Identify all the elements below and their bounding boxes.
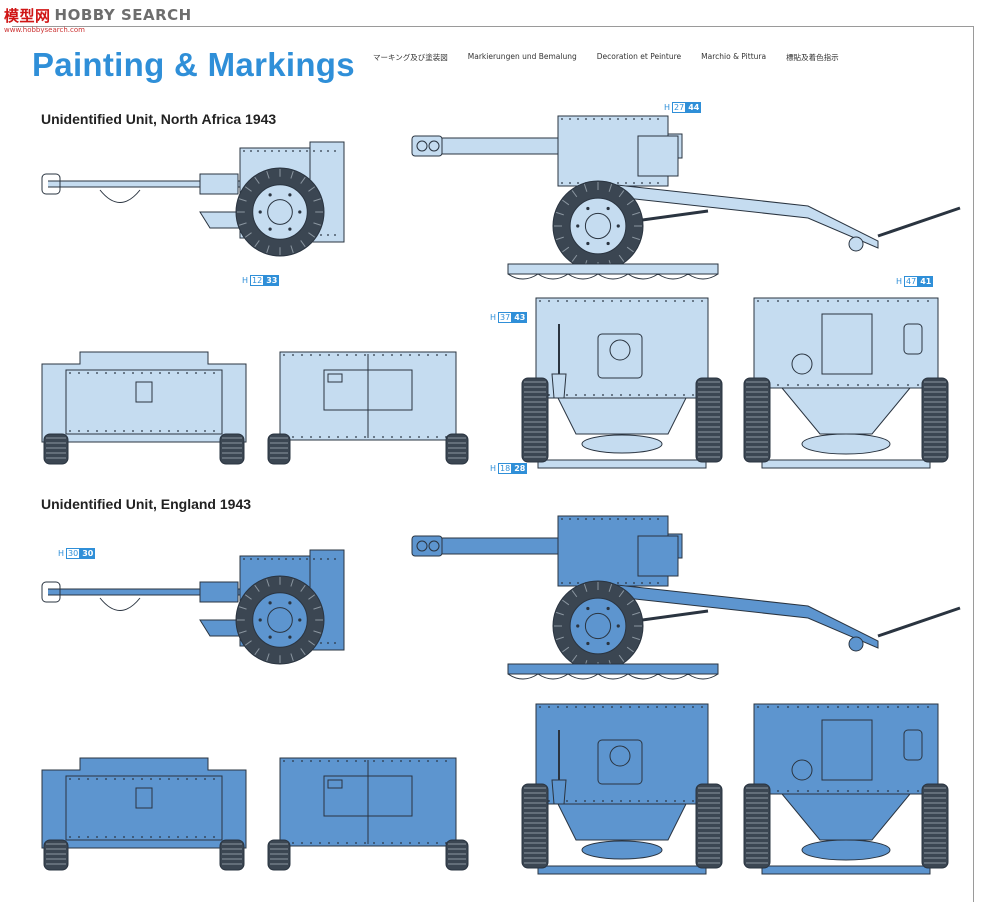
- scheme-b-title: Unidentified Unit, England 1943: [41, 496, 252, 512]
- translation-zh: 標貼及着色指示: [786, 53, 839, 62]
- limber-front-view-b: [264, 748, 472, 873]
- translation-fr: Decoration et Peinture: [596, 52, 682, 61]
- limber-side-view-a: [40, 140, 360, 275]
- limber-rear-view-a: [40, 342, 248, 467]
- limber-rear-view-b: [40, 748, 248, 873]
- gun-side-view-a: [408, 96, 968, 286]
- page-frame: [12, 26, 974, 902]
- watermark-cn: 模型网: [4, 6, 51, 25]
- limber-front-view-a: [264, 342, 472, 467]
- gun-front-view-b: [518, 700, 726, 880]
- title-translations: マーキング及び塗装図 Markierungen und Bemalung Dec…: [373, 52, 839, 63]
- scheme-a-title: Unidentified Unit, North Africa 1943: [41, 111, 277, 127]
- gun-front-view-a: [518, 294, 726, 474]
- translation-it: Marchio & Pittura: [701, 52, 767, 61]
- translation-de: Markierungen und Bemalung: [467, 52, 577, 61]
- gun-side-view-b: [408, 496, 968, 686]
- watermark: 模型网 HOBBY SEARCH: [4, 2, 192, 28]
- gun-rear-view-a: [742, 294, 950, 474]
- page-title: Painting & Markings: [32, 46, 355, 83]
- watermark-brand: HOBBY SEARCH: [54, 6, 192, 24]
- watermark-url: www.hobbysearch.com: [4, 26, 85, 34]
- translation-ja: マーキング及び塗装図: [373, 53, 448, 62]
- gun-rear-view-b: [742, 700, 950, 880]
- limber-side-view-b: [40, 548, 360, 683]
